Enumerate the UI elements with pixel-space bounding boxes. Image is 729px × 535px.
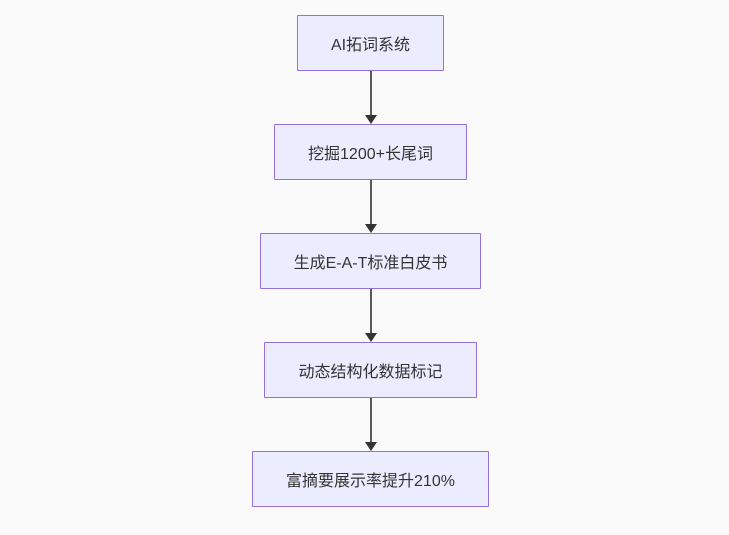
arrowhead-down-icon (364, 224, 377, 233)
arrow-connector-2 (364, 180, 377, 233)
arrow-line (369, 289, 372, 333)
flow-node-label: 生成E-A-T标准白皮书 (293, 255, 448, 272)
arrow-line (369, 180, 372, 224)
flow-node-label: 动态结构化数据标记 (298, 364, 443, 381)
flow-node-structured-data-markup: 动态结构化数据标记 (264, 342, 477, 398)
arrowhead-down-icon (364, 333, 377, 342)
flow-node-label: 挖掘1200+长尾词 (308, 146, 433, 163)
arrow-line (369, 398, 372, 442)
flow-node-label: AI拓词系统 (330, 37, 411, 54)
flow-node-longtail-keywords: 挖掘1200+长尾词 (274, 124, 467, 180)
flow-node-eat-whitepaper: 生成E-A-T标准白皮书 (259, 233, 482, 289)
arrow-connector-3 (364, 289, 377, 342)
flow-node-label: 富摘要展示率提升210% (286, 473, 455, 490)
flow-node-ai-keyword-system: AI拓词系统 (296, 15, 445, 71)
arrowhead-down-icon (364, 442, 377, 451)
flow-node-rich-snippet-rate: 富摘要展示率提升210% (252, 451, 489, 507)
flowchart: AI拓词系统 挖掘1200+长尾词 生成E-A-T标准白皮书 动态结构化数据标记 (6, 0, 729, 507)
arrow-line (369, 71, 372, 115)
arrow-connector-1 (364, 71, 377, 124)
arrow-connector-4 (364, 398, 377, 451)
arrowhead-down-icon (364, 115, 377, 124)
